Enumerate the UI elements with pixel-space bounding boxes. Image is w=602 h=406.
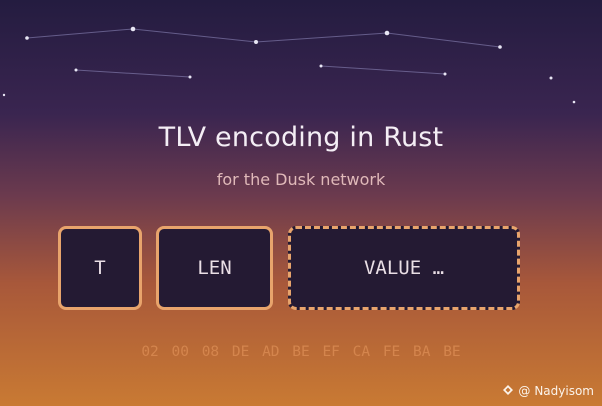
- watermark-prefix: @: [518, 384, 531, 398]
- watermark: @ Nadyisom: [502, 382, 594, 400]
- page-title: TLV encoding in Rust: [158, 122, 444, 153]
- value-field-box: VALUE …: [288, 226, 520, 310]
- byte-sequence: 02 00 08 DE AD BE EF CA FE BA BE: [141, 344, 461, 360]
- length-field-box: LEN: [156, 226, 273, 310]
- type-field-box: T: [58, 226, 142, 310]
- stars: [2, 26, 576, 104]
- page-subtitle: for the Dusk network: [216, 170, 386, 189]
- watermark-handle: Nadyisom: [534, 384, 594, 398]
- diamond-logo-icon: [502, 384, 514, 399]
- starfield: [2, 26, 576, 104]
- constellation-lines: [26, 28, 501, 78]
